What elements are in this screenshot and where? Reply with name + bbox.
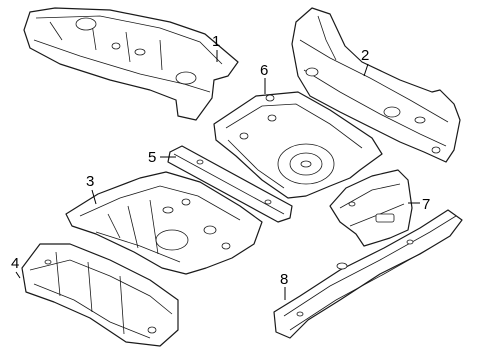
- part-5-cross-member: [167, 145, 293, 223]
- callout-7: 7: [422, 196, 430, 213]
- callout-2: 2: [361, 47, 369, 64]
- leader-2: [363, 63, 369, 77]
- part-2-side-panel: [291, 7, 461, 163]
- part-1-rear-panel: [23, 7, 239, 121]
- leader-3: [91, 189, 97, 205]
- callout-4: 4: [11, 255, 19, 272]
- part-8-side-member: [273, 209, 463, 339]
- callout-8: 8: [280, 271, 288, 288]
- leader-4: [15, 271, 21, 279]
- leader-lines: [15, 50, 420, 300]
- part-6-rear-floor-pan: [213, 91, 383, 199]
- callout-6: 6: [260, 62, 268, 79]
- callout-1: 1: [212, 33, 220, 50]
- part-4-side-sill: [21, 243, 179, 347]
- callout-3: 3: [86, 173, 94, 190]
- callout-5: 5: [148, 149, 156, 166]
- part-3-front-floor-pan: [65, 171, 263, 275]
- part-7-wheelhouse: [329, 169, 413, 247]
